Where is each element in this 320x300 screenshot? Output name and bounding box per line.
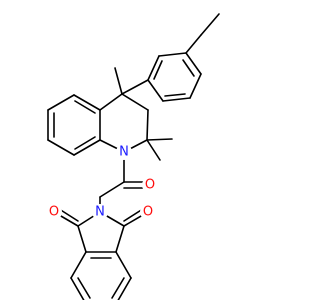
phthal-ring-bond-2 <box>115 251 132 279</box>
quinoline-core <box>47 67 173 161</box>
acyl-linker <box>99 151 151 213</box>
molecule-structure: N O N O O <box>46 13 220 300</box>
c4-methyl-bond <box>114 67 123 95</box>
ethylphenyl-group <box>147 13 220 102</box>
phenyl-bond-5 <box>189 73 202 99</box>
carbonyl-ch2-bond <box>99 181 125 198</box>
c4-phenyl-bond <box>121 79 149 95</box>
imide-right-oxygen-label: O <box>143 205 153 220</box>
phenyl-bond-2 <box>147 55 160 81</box>
imide-left-oxygen-label: O <box>49 205 59 220</box>
benzo-inner-bond-3 <box>74 100 96 114</box>
amide-oxygen-label: O <box>145 178 155 193</box>
imide-right-oxygen-atom: O <box>140 204 156 220</box>
phenyl-inner-bond-1 <box>153 60 163 80</box>
imide-nitrogen-atom: N <box>92 204 108 220</box>
phenyl-inner-bond-3 <box>182 59 195 77</box>
phthal-inner-bond-3 <box>77 277 91 299</box>
phthal-ring-bond-6 <box>70 251 87 279</box>
ethyl-bond-ch3 <box>200 13 220 36</box>
phthalimide-group <box>53 206 149 300</box>
phenyl-bond-1 <box>158 52 187 57</box>
phenyl-inner-bond-2 <box>164 93 186 97</box>
atom-labels: N O N O O <box>46 144 158 220</box>
phenyl-bond-6 <box>185 52 202 75</box>
c4-c3-bond <box>121 93 149 111</box>
imide-nitrogen-label: N <box>95 205 105 220</box>
c3-c2-bond <box>146 109 149 141</box>
benzo-bond-2 <box>73 139 101 156</box>
quinoline-nitrogen-atom: N <box>116 144 132 160</box>
c2-methyl-a-bond <box>146 138 173 141</box>
benzo-bond-5 <box>47 94 75 111</box>
amide-oxygen-atom: O <box>142 177 158 193</box>
quinoline-nitrogen-label: N <box>119 145 129 160</box>
benzo-inner-bond-1 <box>74 136 96 150</box>
imide-left-oxygen-atom: O <box>46 204 62 220</box>
phthal-inner-bond-2 <box>111 277 125 299</box>
left-carbon-ring-bond <box>77 225 87 253</box>
phenyl-bond-3 <box>147 79 164 102</box>
benzo-bond-6 <box>73 94 101 111</box>
benzo-bond-3 <box>47 139 75 156</box>
c2-methyl-b-bond <box>146 139 161 161</box>
ethyl-bond-ch2 <box>185 34 202 54</box>
phenyl-bond-4 <box>162 97 191 102</box>
right-carbon-ring-bond <box>115 225 125 253</box>
c4-c4a-bond <box>99 93 123 111</box>
